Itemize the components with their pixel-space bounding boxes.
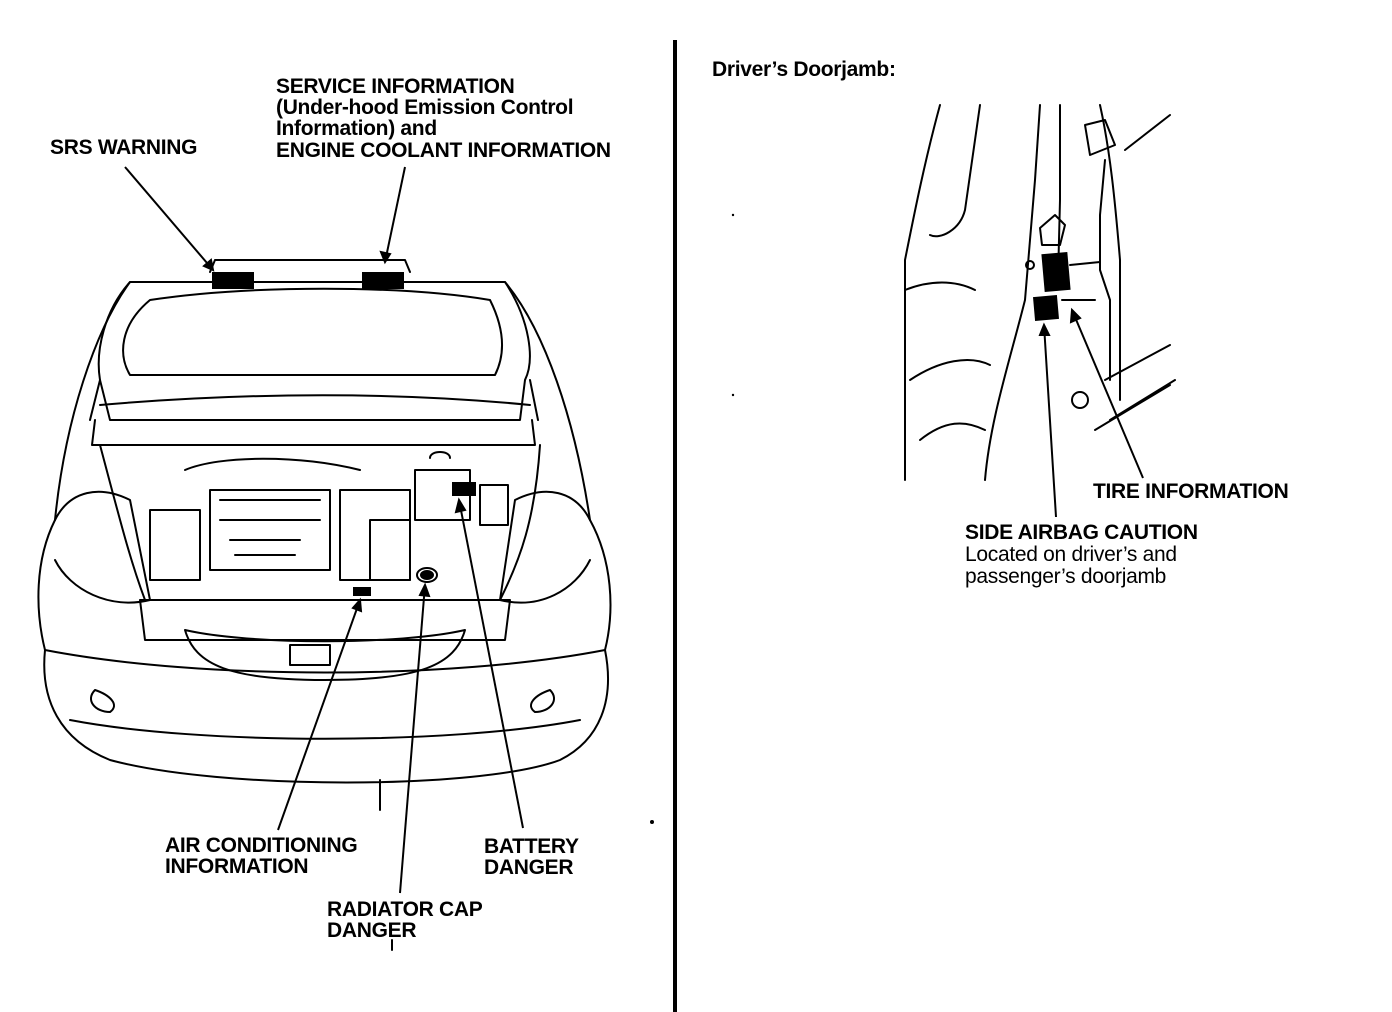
radiator-cap-label-line2: DANGER (327, 919, 417, 942)
ac-info-label-line1: AIR CONDITIONING (165, 834, 358, 857)
side-airbag-sticker (1032, 294, 1060, 322)
tire-leader (1071, 309, 1144, 479)
battery-sticker (452, 482, 476, 496)
battery-label-line2: DANGER (484, 856, 574, 879)
engine-coolant-label: ENGINE COOLANT INFORMATION (276, 139, 611, 162)
service-info-line3: Information) and (276, 117, 437, 140)
srs-warning-label: SRS WARNING (50, 136, 198, 159)
service-leader (384, 166, 406, 263)
ac-leader (277, 599, 361, 831)
doorjamb-title: Driver’s Doorjamb: (712, 58, 896, 81)
ac-info-label-line2: INFORMATION (165, 855, 309, 878)
radiator-cap-label-line1: RADIATOR CAP (327, 898, 483, 921)
radiator-cap (420, 570, 434, 580)
srs-leader (124, 166, 214, 271)
radiator-leader (399, 584, 426, 894)
side-airbag-label: SIDE AIRBAG CAUTION (965, 521, 1198, 544)
ac-info-sticker (353, 587, 371, 596)
service-info-title: SERVICE INFORMATION (276, 75, 515, 98)
side-airbag-note-line1: Located on driver’s and (965, 543, 1177, 566)
panel-divider (673, 40, 677, 1012)
service-info-line2: (Under-hood Emission Control (276, 96, 574, 119)
battery-label-line1: BATTERY (484, 835, 579, 858)
service-info-sticker (362, 272, 404, 289)
srs-warning-sticker (212, 272, 254, 289)
airbag-leader (1043, 324, 1057, 518)
tire-info-sticker (1041, 251, 1071, 293)
doorjamb-illustration (904, 104, 1176, 481)
hood-outline (97, 281, 531, 421)
battery-leader (458, 499, 524, 829)
tire-info-label: TIRE INFORMATION (1093, 480, 1289, 503)
side-airbag-note-line2: passenger’s doorjamb (965, 565, 1167, 588)
